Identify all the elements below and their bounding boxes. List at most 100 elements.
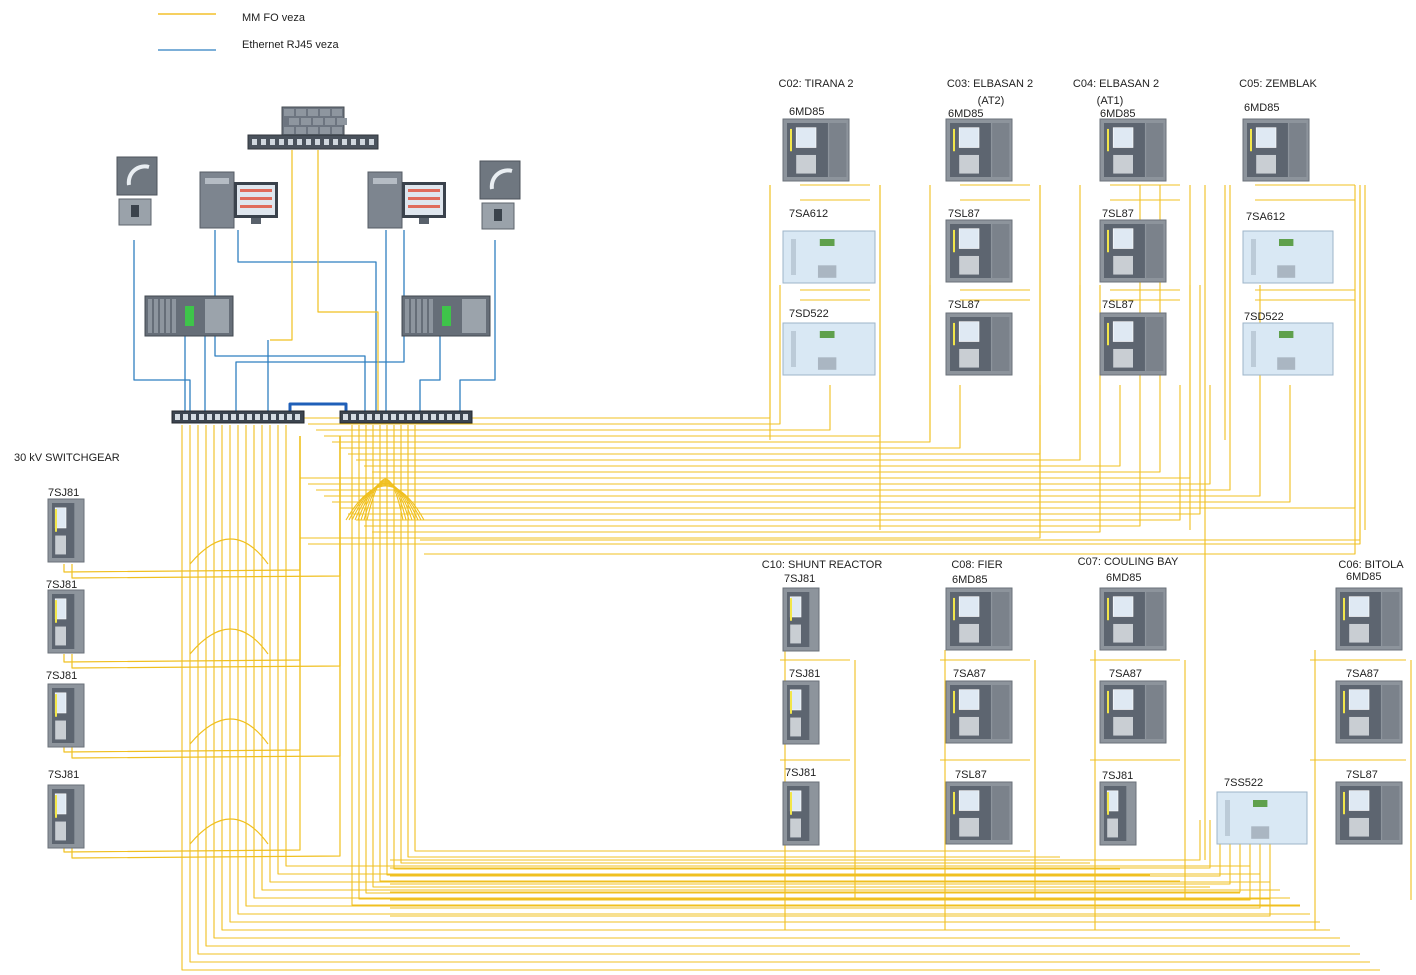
fiber-link bbox=[308, 285, 781, 425]
ethernet-link bbox=[237, 230, 377, 415]
switch-port bbox=[295, 414, 300, 420]
fiber-crossover-arc bbox=[357, 481, 413, 521]
fiber-link bbox=[285, 425, 1250, 867]
screen-text bbox=[240, 197, 272, 200]
plc-status bbox=[442, 306, 451, 326]
switch-port bbox=[175, 414, 180, 420]
switch-port bbox=[351, 414, 356, 420]
firewall-port bbox=[351, 139, 356, 145]
bay-title: C03: ELBASAN 2 bbox=[946, 78, 1034, 90]
device-label: 7SA87 bbox=[1109, 668, 1143, 680]
fiber-crossover-arc bbox=[348, 484, 422, 521]
firewall-brick bbox=[325, 118, 335, 125]
fiber-link bbox=[261, 425, 1280, 891]
network-switch-icon bbox=[339, 410, 473, 424]
relay-keypad bbox=[959, 716, 979, 736]
plc-module bbox=[429, 299, 433, 333]
relay-leds bbox=[790, 691, 792, 714]
relay-leds bbox=[1343, 597, 1345, 621]
protection-relay-icon bbox=[945, 781, 1013, 845]
relay-display bbox=[958, 127, 980, 148]
firewall-brick bbox=[284, 127, 294, 134]
fiber-link bbox=[197, 425, 1360, 955]
protection-relay-icon bbox=[1335, 680, 1403, 744]
switch-port bbox=[215, 414, 220, 420]
device-label: 7SJ81 bbox=[784, 573, 816, 585]
screen-text bbox=[408, 197, 440, 200]
relay-keypad bbox=[1113, 623, 1133, 643]
protection-relay-icon bbox=[47, 589, 85, 654]
fiber-link bbox=[386, 425, 1150, 876]
fiber-link bbox=[316, 385, 831, 431]
relay-leds bbox=[1343, 690, 1345, 714]
relay-keypad bbox=[55, 626, 66, 646]
firewall-port bbox=[279, 139, 284, 145]
device-label: 7SL87 bbox=[948, 299, 980, 311]
gps-antenna-icon bbox=[116, 156, 158, 226]
relay-side-module bbox=[992, 786, 1010, 840]
device-label: 6MD85 bbox=[1100, 108, 1136, 120]
firewall-appliance bbox=[247, 134, 379, 150]
protection-relay-icon bbox=[945, 680, 1013, 744]
plc-power-module bbox=[462, 299, 486, 333]
firewall-port bbox=[297, 139, 302, 145]
fiber-link bbox=[221, 425, 1330, 931]
relay-keypad bbox=[959, 817, 979, 837]
pc-drive bbox=[205, 178, 229, 184]
device-label: 6MD85 bbox=[1244, 102, 1280, 114]
bay-title: C06: BITOLA bbox=[1338, 559, 1404, 571]
relay-side-module bbox=[1382, 685, 1400, 739]
relay-keypad bbox=[959, 154, 979, 174]
monitor-stand bbox=[251, 218, 261, 224]
switch-port bbox=[263, 414, 268, 420]
relay-display bbox=[1253, 800, 1268, 807]
relay-leds bbox=[1107, 322, 1109, 346]
switch-port bbox=[287, 414, 292, 420]
fiber-link bbox=[364, 385, 1121, 467]
device-label: 7SL87 bbox=[948, 208, 980, 220]
firewall-port bbox=[288, 139, 293, 145]
fiber-link bbox=[379, 425, 1180, 882]
relay-display bbox=[958, 689, 980, 710]
relay-leds bbox=[790, 792, 792, 815]
relay-side-module bbox=[1146, 592, 1164, 646]
fiber-link bbox=[317, 150, 379, 415]
firewall-port bbox=[306, 139, 311, 145]
protection-relay-icon bbox=[1335, 587, 1403, 651]
relay-terminals bbox=[817, 357, 837, 370]
antenna-housing bbox=[116, 156, 158, 196]
protection-relay-icon bbox=[782, 322, 876, 376]
protection-relay-icon bbox=[782, 680, 820, 745]
screen-text bbox=[408, 189, 440, 192]
firewall-brick bbox=[320, 127, 330, 134]
relay-keypad bbox=[1113, 716, 1133, 736]
switchgear-device-label: 7SJ81 bbox=[48, 487, 80, 499]
firewall-brick bbox=[313, 118, 323, 125]
ethernet-trunk bbox=[288, 402, 348, 415]
plc-rack-icon bbox=[401, 295, 491, 337]
relay-leds bbox=[953, 597, 955, 621]
relay-leds bbox=[953, 322, 955, 346]
bay-title: C10: SHUNT REACTOR bbox=[761, 559, 883, 571]
relay-keypad bbox=[1113, 348, 1133, 368]
firewall-brick bbox=[284, 109, 294, 116]
relay-keypad bbox=[55, 535, 66, 555]
switch-port bbox=[183, 414, 188, 420]
firewall-brick bbox=[301, 118, 311, 125]
plc-module bbox=[148, 299, 152, 333]
relay-display bbox=[1112, 596, 1134, 617]
ethernet-link bbox=[459, 240, 496, 415]
relay-keypad bbox=[796, 154, 816, 174]
relay-terminals bbox=[817, 265, 837, 278]
fiber-link bbox=[340, 385, 961, 449]
fiber-link bbox=[414, 425, 1030, 852]
relay-leds bbox=[1343, 791, 1345, 815]
plc-module bbox=[423, 299, 427, 333]
legend-fiber-label: MM FO veza bbox=[242, 12, 305, 24]
protection-relay-icon bbox=[1099, 118, 1167, 182]
device-label: 7SA87 bbox=[1346, 668, 1380, 680]
relay-display bbox=[1112, 228, 1134, 249]
relay-keypad bbox=[790, 624, 801, 644]
switch-port bbox=[239, 414, 244, 420]
fiber-link bbox=[393, 425, 1120, 870]
